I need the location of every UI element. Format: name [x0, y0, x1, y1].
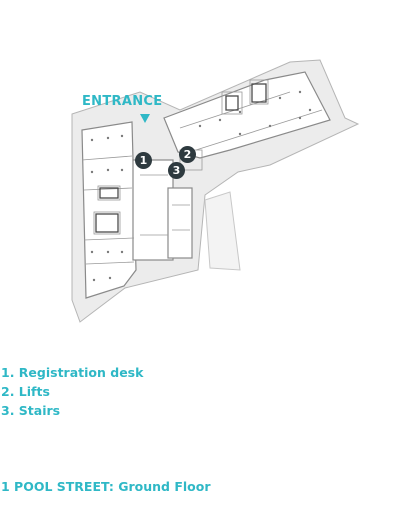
- marker-registration-desk: 1: [135, 152, 152, 169]
- floor-caption: 1 POOL STREET: Ground Floor: [1, 479, 211, 494]
- terrace-area: [204, 191, 241, 271]
- entrance-arrow-icon: [140, 114, 150, 123]
- legend-item-stairs: 3. Stairs: [1, 403, 61, 418]
- legend-item-registration-desk: 1. Registration desk: [1, 365, 144, 380]
- east-core: [167, 187, 193, 259]
- floor-plan: [71, 59, 360, 323]
- central-core: [132, 159, 174, 261]
- marker-stairs: 3: [168, 162, 185, 179]
- legend: 1. Registration desk 2. Lifts 3. Stairs: [1, 363, 143, 420]
- west-wing: [81, 121, 137, 299]
- legend-item-lifts: 2. Lifts: [1, 384, 50, 399]
- entrance-label: ENTRANCE: [82, 94, 163, 109]
- marker-lifts: 2: [179, 146, 196, 163]
